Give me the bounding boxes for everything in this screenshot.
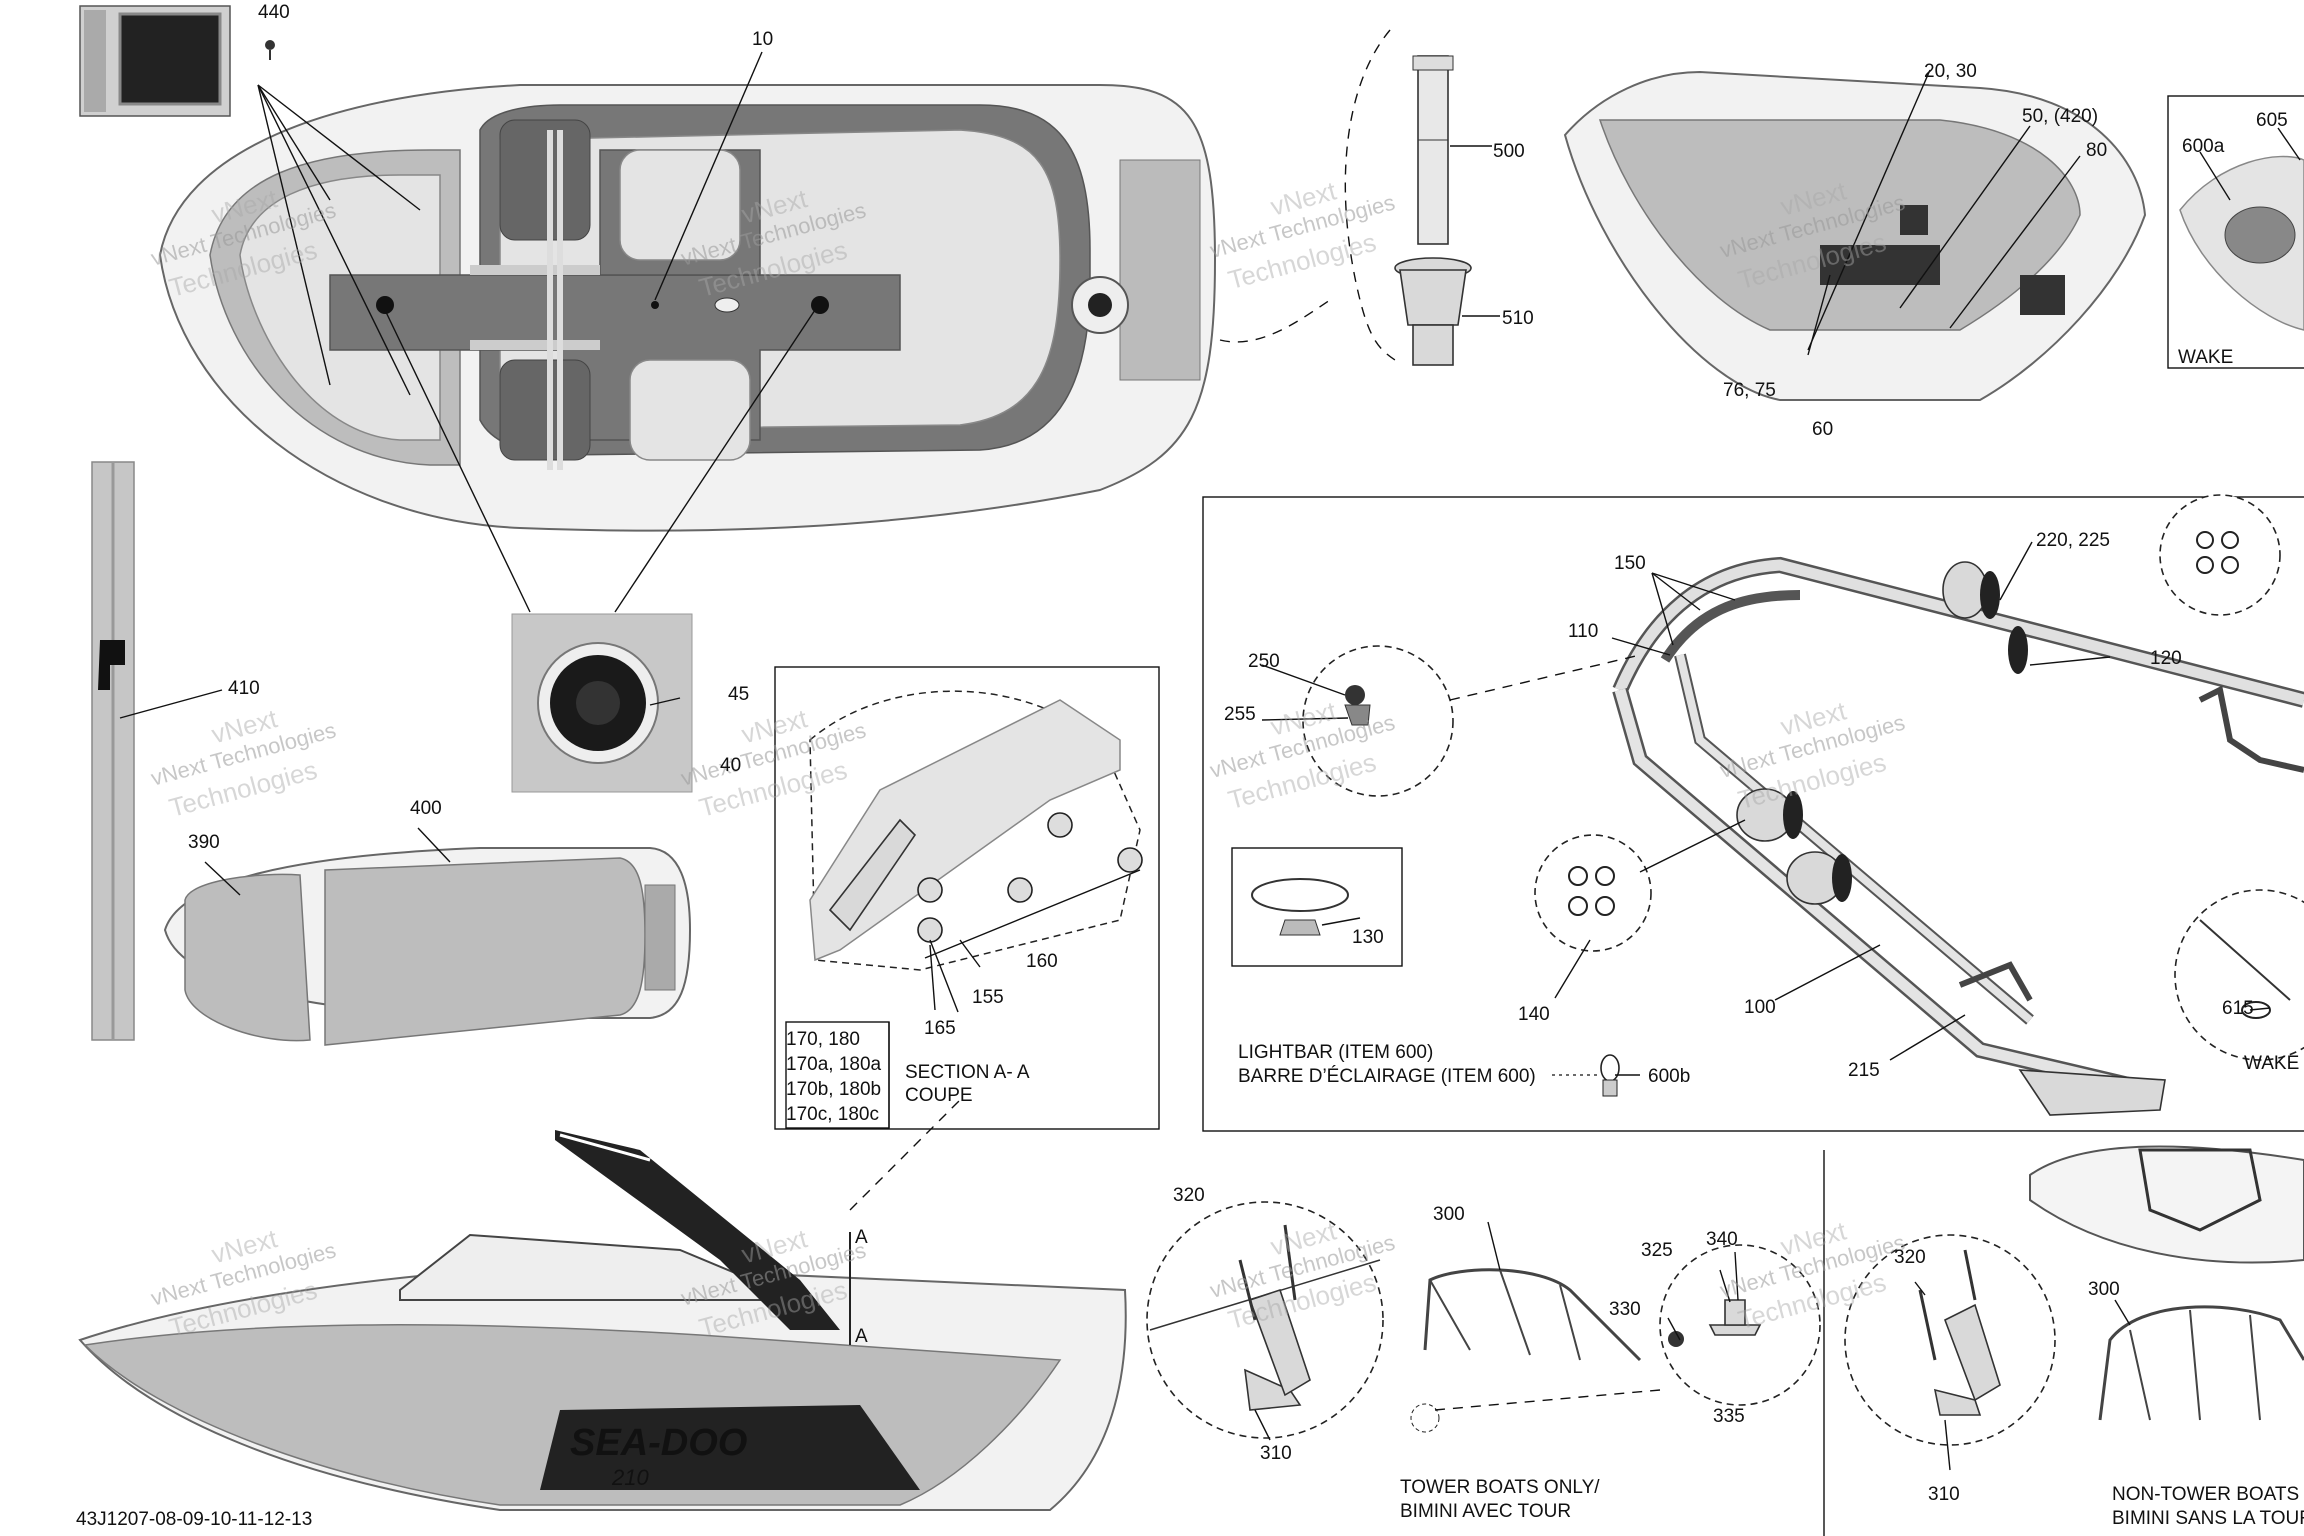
boat-side-profile: SEA-DOO 210 A A bbox=[78, 1099, 1127, 1511]
callout-605: 605 bbox=[2256, 110, 2288, 131]
callout-220-225: 220, 225 bbox=[2036, 530, 2110, 551]
cover-top-view bbox=[163, 827, 692, 1046]
section-table-row-4: 170c, 180c bbox=[786, 1104, 879, 1125]
callout-76-75: 76, 75 bbox=[1723, 380, 1776, 401]
callout-615: 615 bbox=[2222, 998, 2254, 1019]
callout-130: 130 bbox=[1352, 927, 1384, 948]
pins bbox=[917, 812, 1143, 943]
lightbar-caption-fr: BARRE D’ÉCLAIRAGE (ITEM 600) bbox=[1238, 1066, 1536, 1087]
pole-500-510 bbox=[1219, 29, 1500, 366]
tower-caption-fr: BIMINI AVEC TOUR bbox=[1400, 1501, 1571, 1522]
callout-320b: 320 bbox=[1894, 1247, 1926, 1268]
callout-510: 510 bbox=[1502, 308, 1534, 329]
callout-600a: 600a bbox=[2182, 136, 2225, 157]
callout-160: 160 bbox=[1026, 951, 1058, 972]
callout-140: 140 bbox=[1518, 1004, 1550, 1025]
deck-liner bbox=[1563, 69, 2147, 401]
bimini-tower bbox=[1146, 1201, 1821, 1441]
callout-120: 120 bbox=[2150, 648, 2182, 669]
bimini-non-tower bbox=[1844, 1145, 2304, 1471]
lightbar-caption-en: LIGHTBAR (ITEM 600) bbox=[1238, 1042, 1433, 1063]
wake-caption-right: WAKE bbox=[2244, 1053, 2299, 1074]
section-aa-box bbox=[774, 666, 1160, 1130]
callout-340: 340 bbox=[1706, 1229, 1738, 1250]
callout-500: 500 bbox=[1493, 141, 1525, 162]
drain-detail-45 bbox=[511, 613, 693, 793]
callout-440: 440 bbox=[258, 2, 290, 23]
speaker-upper bbox=[1942, 561, 2028, 674]
part-code: 43J1207-08-09-10-11-12-13 bbox=[76, 1509, 312, 1530]
callout-330: 330 bbox=[1609, 1299, 1641, 1320]
callout-310b: 310 bbox=[1928, 1484, 1960, 1505]
nontower-caption-en: NON-TOWER BOATS bbox=[2112, 1484, 2299, 1505]
nontower-caption-fr: BIMINI SANS LA TOUR bbox=[2112, 1508, 2304, 1529]
wake-inset-top bbox=[2167, 95, 2304, 369]
section-table-row-2: 170a, 180a bbox=[786, 1054, 882, 1075]
tower-caption-en: TOWER BOATS ONLY/ bbox=[1400, 1477, 1600, 1498]
callout-45: 45 bbox=[728, 684, 749, 705]
captions: WAKE WAKE LIGHTBAR (ITEM 600) BARRE D’ÉC… bbox=[76, 347, 2304, 1530]
callout-155: 155 bbox=[972, 987, 1004, 1008]
callout-20-30: 20, 30 bbox=[1924, 61, 1977, 82]
callout-600b: 600b bbox=[1648, 1066, 1690, 1087]
callout-60: 60 bbox=[1812, 419, 1833, 440]
section-caption-fr: COUPE bbox=[905, 1085, 973, 1106]
callout-50-420: 50, (420) bbox=[2022, 106, 2098, 127]
callout-100: 100 bbox=[1744, 997, 1776, 1018]
callout-255: 255 bbox=[1224, 704, 1256, 725]
callout-215: 215 bbox=[1848, 1060, 1880, 1081]
hull-model: 210 bbox=[611, 1465, 649, 1490]
section-a-bottom: A bbox=[855, 1326, 868, 1347]
callout-80: 80 bbox=[2086, 140, 2107, 161]
speaker-lower bbox=[1736, 788, 1852, 905]
callout-165: 165 bbox=[924, 1018, 956, 1039]
leaders-top-left bbox=[257, 51, 816, 613]
section-table-row-3: 170b, 180b bbox=[786, 1079, 881, 1100]
callout-335: 335 bbox=[1713, 1406, 1745, 1427]
callout-labels: 440 10 500 510 20, 30 50, (420) 80 76, 7… bbox=[188, 2, 2288, 1505]
callout-310a: 310 bbox=[1260, 1443, 1292, 1464]
rail-410 bbox=[91, 461, 223, 1041]
callout-400: 400 bbox=[410, 798, 442, 819]
callout-10: 10 bbox=[752, 29, 773, 50]
callout-300a: 300 bbox=[1433, 1204, 1465, 1225]
section-a-top: A bbox=[855, 1227, 868, 1248]
callout-325: 325 bbox=[1641, 1240, 1673, 1261]
callout-320a: 320 bbox=[1173, 1185, 1205, 1206]
callout-250: 250 bbox=[1248, 651, 1280, 672]
wake-caption-top: WAKE bbox=[2178, 347, 2233, 368]
section-table-row-1: 170, 180 bbox=[786, 1029, 860, 1050]
callout-390: 390 bbox=[188, 832, 220, 853]
callout-150: 150 bbox=[1614, 553, 1646, 574]
boat-top-view bbox=[79, 5, 1217, 532]
callout-300b: 300 bbox=[2088, 1279, 2120, 1300]
callout-40: 40 bbox=[720, 755, 741, 776]
callout-110: 110 bbox=[1568, 621, 1598, 642]
callout-410: 410 bbox=[228, 678, 260, 699]
hull-brand: SEA-DOO bbox=[570, 1422, 747, 1464]
section-caption-en: SECTION A- A bbox=[905, 1062, 1030, 1083]
tower-box bbox=[1202, 494, 2304, 1132]
